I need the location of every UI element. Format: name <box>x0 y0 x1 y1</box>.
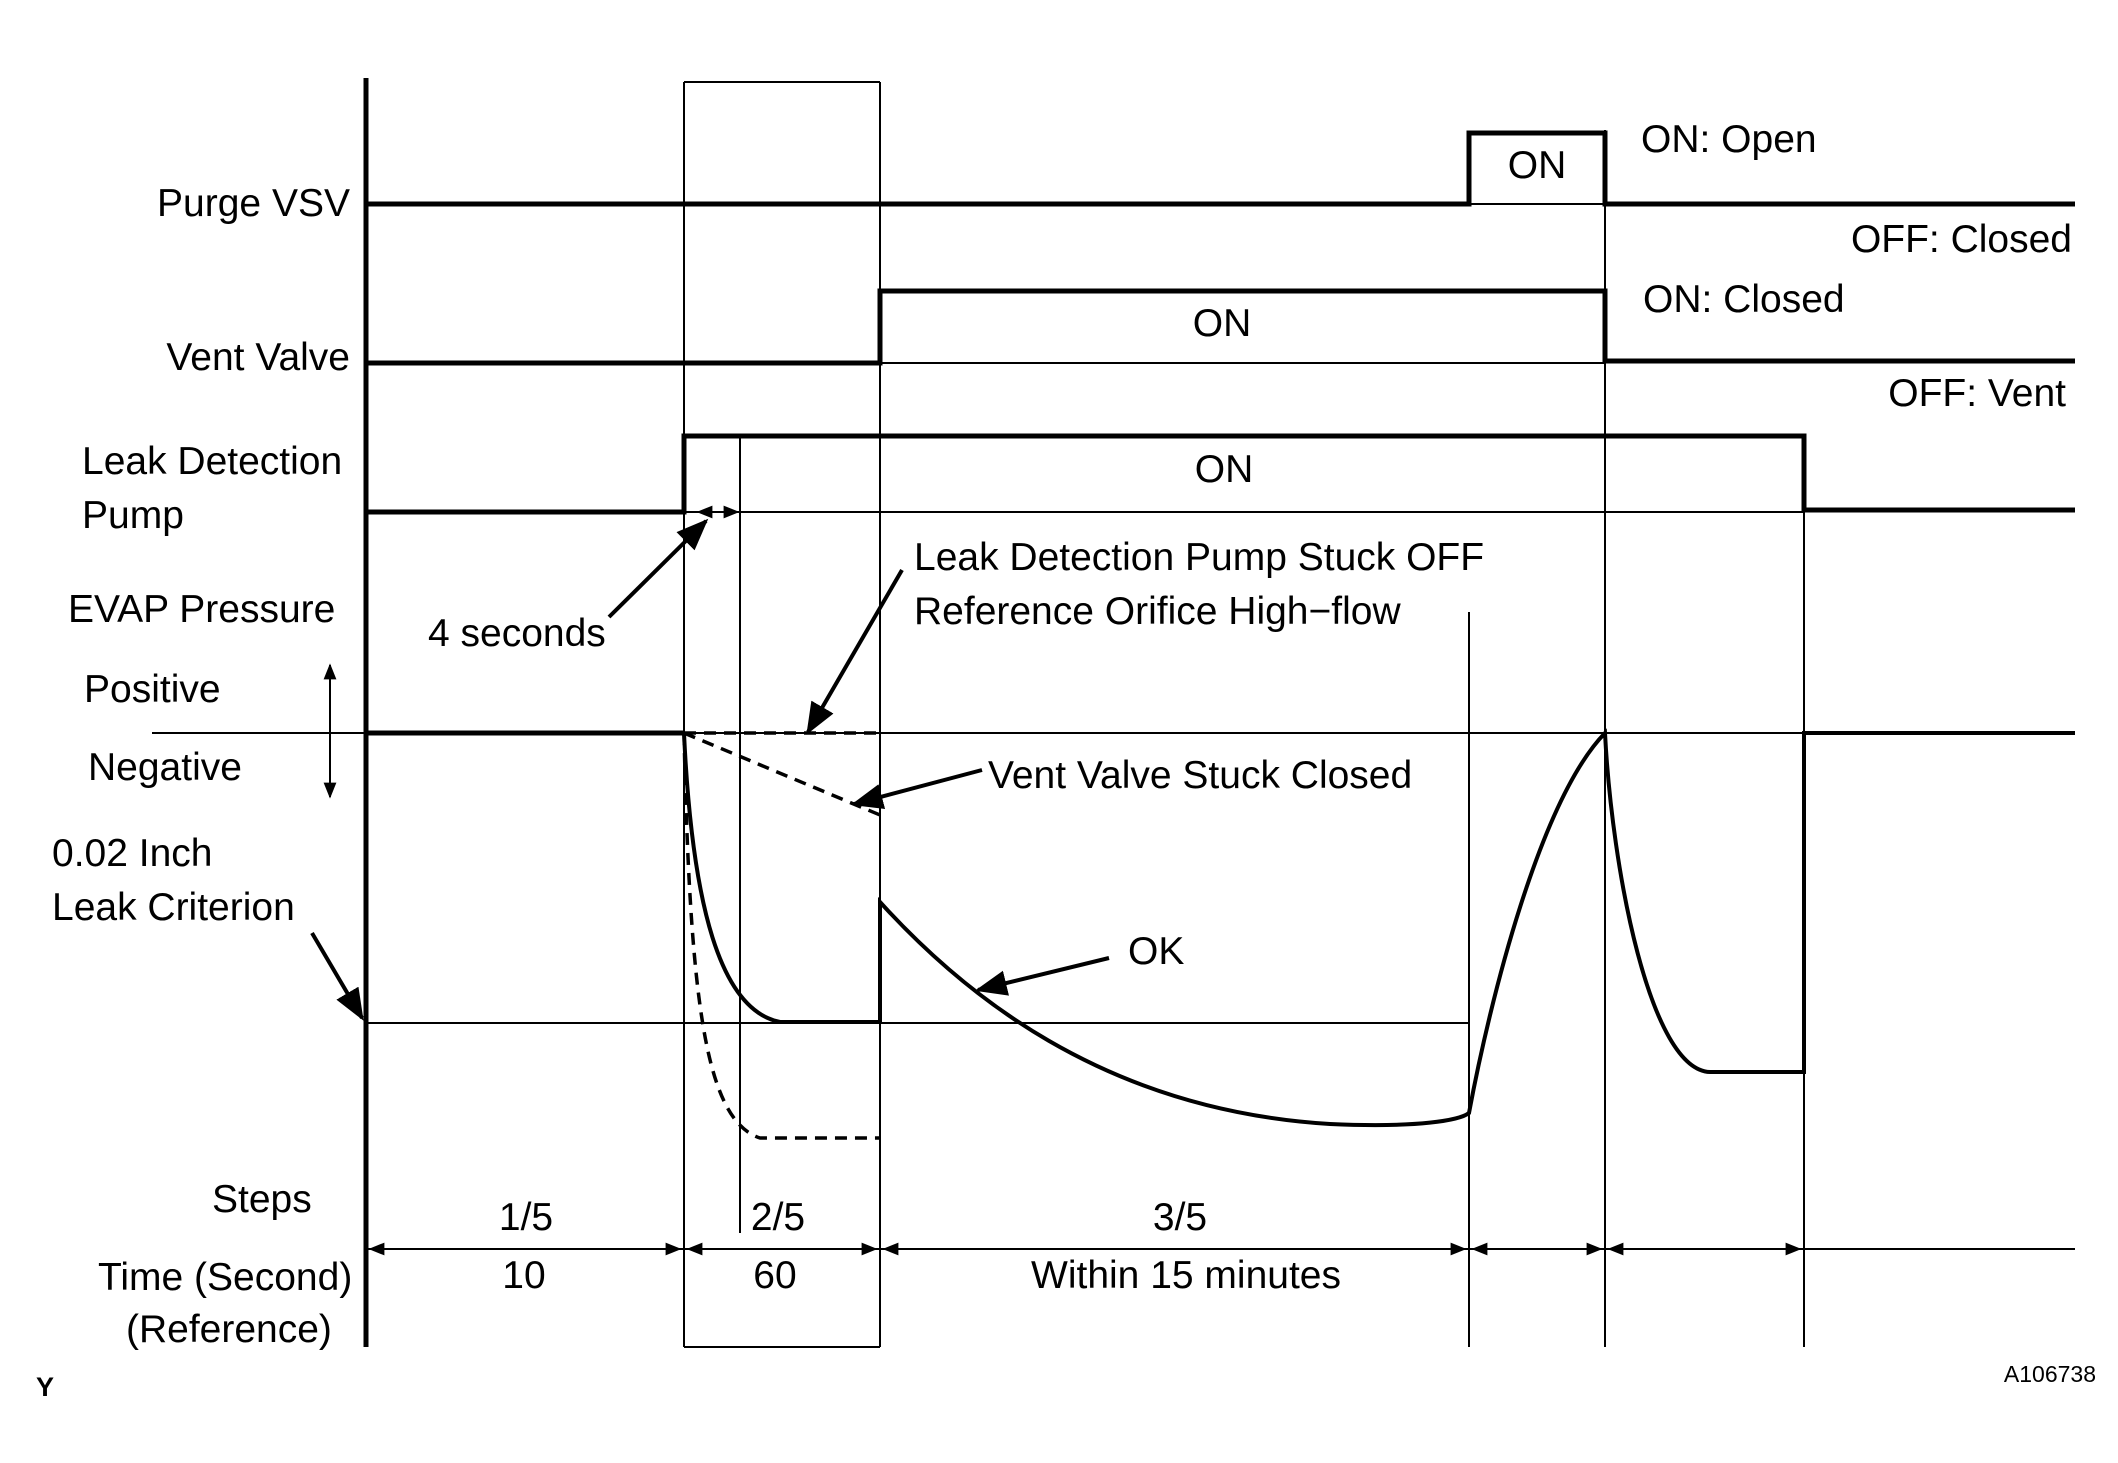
purge-on-meaning: ON: Open <box>1641 118 1817 161</box>
ok-label: OK <box>1128 930 1184 973</box>
step-label-3: 3/5 <box>1153 1196 1207 1239</box>
label-purge-vsv: Purge VSV <box>157 182 350 225</box>
vent-on-label: ON <box>1193 302 1252 345</box>
label-positive: Positive <box>84 668 221 711</box>
four-seconds-label: 4 seconds <box>428 612 606 655</box>
label-steps: Steps <box>212 1178 312 1221</box>
vent-off-meaning: OFF: Vent <box>1888 372 2066 415</box>
grid-lines <box>152 78 2075 1348</box>
label-leak-pump-1: Leak Detection <box>82 440 342 483</box>
purge-on-label: ON <box>1508 144 1567 187</box>
stuck-off-pointer <box>806 568 904 735</box>
label-evap-pressure: EVAP Pressure <box>68 588 335 631</box>
purge-vsv-signal <box>366 130 2075 207</box>
label-time-1: Time (Second) <box>98 1256 352 1299</box>
label-time-2: (Reference) <box>126 1308 332 1351</box>
step-label-2: 2/5 <box>751 1196 805 1239</box>
step-label-1: 1/5 <box>499 1196 553 1239</box>
footer-left-mark: Y <box>36 1372 54 1402</box>
time-label-1: 10 <box>502 1254 545 1297</box>
vent-valve-signal <box>366 288 2075 366</box>
criterion-pointer <box>310 931 364 1021</box>
vent-stuck-closed-curve <box>683 731 881 817</box>
label-criterion-2: Leak Criterion <box>52 886 295 929</box>
time-label-3: Within 15 minutes <box>1031 1254 1341 1297</box>
vent-stuck-label: Vent Valve Stuck Closed <box>988 754 1412 797</box>
vent-stuck-pointer <box>850 768 983 809</box>
stuck-off-label-2: Reference Orifice High−flow <box>914 590 1401 633</box>
label-leak-pump-2: Pump <box>82 494 184 537</box>
purge-off-meaning: OFF: Closed <box>1851 218 2072 261</box>
label-criterion-1: 0.02 Inch <box>52 832 212 875</box>
fail-pressure-curve <box>682 732 880 1140</box>
vent-on-meaning: ON: Closed <box>1643 278 1845 321</box>
leak-pump-signal <box>366 433 2075 515</box>
ok-pointer <box>974 956 1110 996</box>
label-negative: Negative <box>88 746 242 789</box>
stuck-off-label-1: Leak Detection Pump Stuck OFF <box>914 536 1484 579</box>
label-vent-valve: Vent Valve <box>166 336 350 379</box>
pump-on-label: ON <box>1195 448 1254 491</box>
ok-pressure-curve <box>682 728 2075 1128</box>
time-label-2: 60 <box>753 1254 796 1297</box>
figure-code: A106738 <box>2004 1361 2096 1387</box>
four-seconds-pointer <box>607 518 709 619</box>
